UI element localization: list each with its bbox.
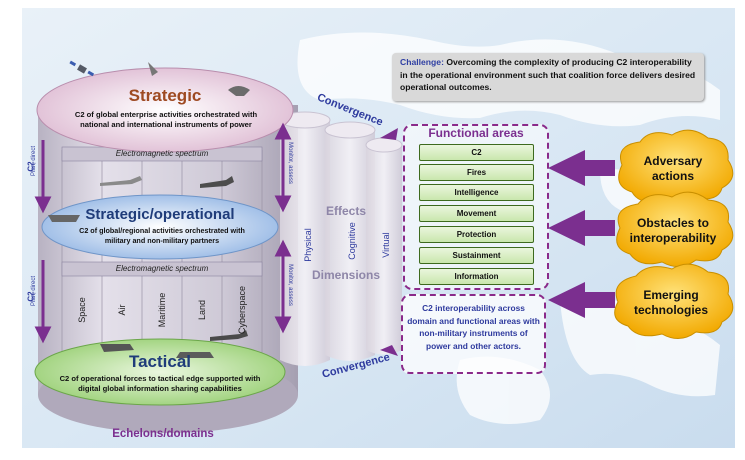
satellite-dish-icon [148,62,158,76]
functional-area-sustainment: Sustainment [419,247,534,264]
effects-label: Effects [325,204,366,218]
driver-emerging-technologies: Emerging technologies [616,288,726,318]
driver-obstacles-interoperability: Obstacles to interoperability [618,216,728,246]
strategic-desc: C2 of global enterprise activities orche… [74,110,258,129]
ship-icon [48,215,80,222]
em-spectrum-label-lower: Electromagnetic spectrum [115,264,209,273]
tank-icon [176,352,214,358]
domain-label-space: Space [77,297,87,323]
challenge-label: Challenge: [400,57,444,67]
driver-adversary-actions: Adversary actions [618,154,728,184]
dimensions-label: Dimensions [311,268,380,282]
aircraft-icon [100,176,142,186]
functional-area-information: Information [419,268,534,285]
driver-line2: interoperability [629,231,717,245]
tactical-title: Tactical [128,352,192,371]
echelons-domains-label: Echelons/domains [112,428,214,440]
c2-interoperability-box: C2 interoperability across domain and fu… [401,294,546,374]
domain-label-cyberspace: Cyberspace [237,285,247,335]
effects-column-virtual: Virtual [381,232,391,258]
strategic-title: Strategic [128,86,202,105]
driver-line1: Emerging [643,288,699,302]
plan-direct-label-lower: Plan, direct [31,276,37,307]
driver-line1: Obstacles to [636,216,710,230]
driver-line2: technologies [633,303,708,317]
functional-areas-title: Functional areas [428,126,524,140]
functional-areas-box: Functional areas C2 Fires Intelligence M… [403,124,549,290]
domain-label-air: Air [117,304,127,316]
functional-area-fires: Fires [419,164,534,181]
functional-area-c2: C2 [419,144,534,161]
jet-icon [210,330,248,341]
helicopter-icon [100,344,134,352]
monitor-assess-label-upper: Monitor, assess [287,142,293,184]
functional-area-protection: Protection [419,226,534,243]
radar-dish-icon [228,86,250,96]
tactical-desc: C2 of operational forces to tactical edg… [59,374,261,393]
strategic-operational-desc: C2 of global/regional activities orchest… [79,226,245,245]
driver-line1: Adversary [643,154,703,168]
challenge-box: Challenge: Overcoming the complexity of … [392,53,704,101]
plan-direct-label-upper: Plan, direct [31,146,37,177]
functional-area-intelligence: Intelligence [419,184,534,201]
driver-line2: actions [651,169,694,183]
monitor-assess-label-lower: Monitor, assess [287,264,293,306]
domain-label-land: Land [197,299,207,321]
drone-icon [200,176,234,188]
challenge-text: Overcoming the complexity of producing C… [400,57,696,92]
strategic-operational-title: Strategic/operational [85,206,235,223]
effects-column-cognitive: Cognitive [347,222,357,260]
domain-label-maritime: Maritime [157,292,167,328]
satellite-icon [69,60,95,77]
effects-column-physical: Physical [303,228,313,262]
em-spectrum-label-upper: Electromagnetic spectrum [115,149,209,158]
functional-area-movement: Movement [419,205,534,222]
